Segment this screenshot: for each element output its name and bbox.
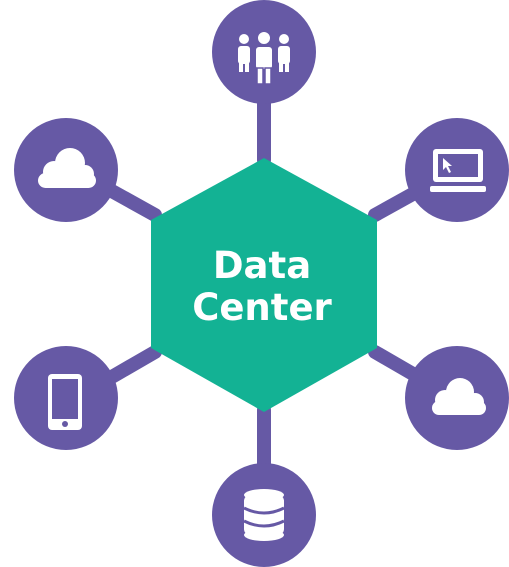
node-cloud-right xyxy=(405,346,509,450)
connector-mobile xyxy=(103,345,162,385)
node-computer xyxy=(405,118,509,222)
node-database xyxy=(212,463,316,567)
data-center-hub xyxy=(151,158,377,412)
cloud-icon xyxy=(38,148,96,188)
mobile-phone-icon xyxy=(48,374,82,430)
node-cloud-left xyxy=(14,118,118,222)
node-mobile xyxy=(14,346,118,450)
cloud-icon xyxy=(432,378,486,415)
computer-icon xyxy=(430,149,486,192)
hub-label-line2: Center xyxy=(192,286,332,329)
connector-cloud-left xyxy=(103,183,162,222)
database-icon xyxy=(243,489,285,541)
users-icon xyxy=(238,30,290,85)
node-users xyxy=(212,0,316,104)
hub-label-line1: Data xyxy=(213,244,311,287)
